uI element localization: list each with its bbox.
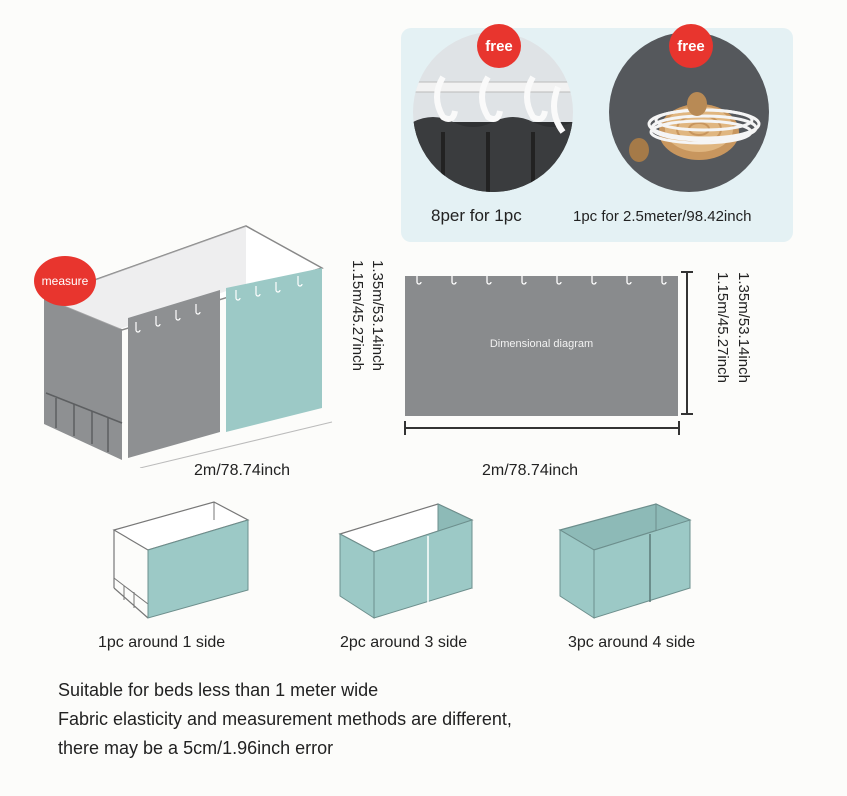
option-2-side-diagram bbox=[338, 503, 474, 619]
option-3-label: 3pc around 4 side bbox=[568, 634, 696, 651]
note-line-1: Suitable for beds less than 1 meter wide bbox=[58, 680, 379, 700]
box-height-label-2: 1.15m/45.27inch bbox=[349, 260, 366, 371]
option-1-label: 1pc around 1 side bbox=[98, 634, 226, 651]
box-height-label-1: 1.35m/53.14inch bbox=[369, 260, 386, 371]
option-1-side-diagram bbox=[112, 501, 250, 619]
measure-badge: measure bbox=[34, 256, 96, 306]
flat-width-label: 2m/78.74inch bbox=[482, 462, 579, 479]
hooks-caption: 8per for 1pc bbox=[431, 206, 522, 225]
bed-box-diagram bbox=[41, 225, 333, 468]
flat-height-label-1: 1.35m/53.14inch bbox=[735, 272, 752, 383]
width-bracket bbox=[404, 421, 680, 435]
dimensional-diagram-text: Dimensional diagram bbox=[489, 338, 594, 350]
free-accessories-panel: free free 8per for 1pc 1pc for 2.5meter/… bbox=[401, 24, 793, 242]
note-line-3: there may be a 5cm/1.96inch error bbox=[58, 738, 334, 758]
flat-height-label-2: 1.15m/45.27inch bbox=[714, 272, 731, 383]
option-3-side-diagram bbox=[558, 503, 692, 619]
flat-curtain-panel: Dimensional diagram bbox=[405, 276, 678, 416]
note-line-2: Fabric elasticity and measurement method… bbox=[58, 709, 512, 729]
curtain-hooks-row bbox=[416, 276, 667, 285]
height-bracket bbox=[681, 271, 693, 415]
free-badge-right: free bbox=[669, 24, 713, 68]
box-width-label: 2m/78.74inch bbox=[194, 462, 291, 479]
option-2-label: 2pc around 3 side bbox=[340, 634, 468, 651]
rope-caption: 1pc for 2.5meter/98.42inch bbox=[573, 208, 752, 225]
free-badge-left: free bbox=[477, 24, 521, 68]
